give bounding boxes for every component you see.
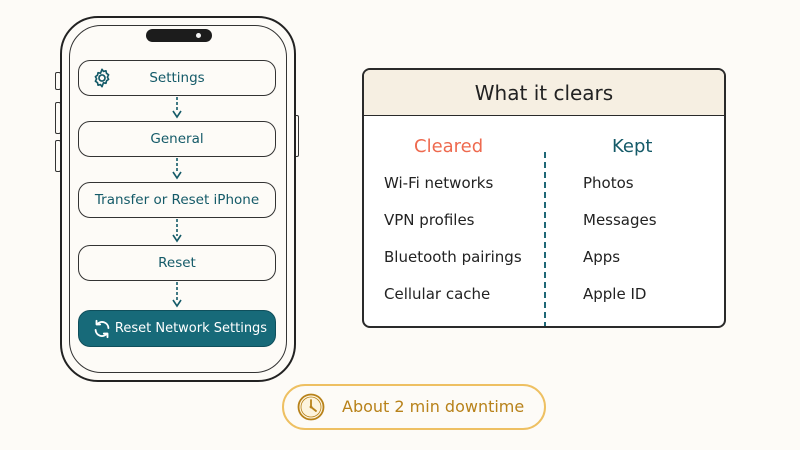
kept-item: Apps (583, 248, 621, 266)
camera-dot (196, 33, 201, 38)
cleared-column-title: Cleared (414, 136, 484, 157)
arrow-down-icon (172, 219, 182, 243)
step-general: General (78, 121, 276, 157)
step-label: Transfer or Reset iPhone (94, 192, 260, 208)
step-reset-network-settings: Reset Network Settings (78, 310, 276, 347)
downtime-text: About 2 min downtime (342, 397, 525, 416)
cleared-item: Bluetooth pairings (384, 248, 522, 266)
gear-icon (94, 68, 110, 88)
step-reset: Reset (78, 245, 276, 281)
cleared-item: Cellular cache (384, 285, 491, 303)
arrow-down-icon (172, 97, 182, 119)
clock-icon (297, 393, 325, 421)
step-label: Reset (158, 255, 196, 271)
step-label: Settings (149, 70, 205, 86)
step-label: Reset Network Settings (114, 321, 268, 336)
card-title: What it clears (364, 70, 724, 116)
arrow-down-icon (172, 158, 182, 180)
downtime-badge: About 2 min downtime (282, 384, 546, 430)
step-label: General (150, 131, 204, 147)
what-it-clears-card: What it clears Cleared Kept Wi-Fi networ… (362, 68, 726, 328)
phone-screen (69, 25, 287, 373)
kept-column-title: Kept (612, 136, 653, 157)
kept-item: Messages (583, 211, 657, 229)
column-divider (544, 152, 546, 326)
phone-notch (146, 29, 212, 42)
cleared-item: Wi-Fi networks (384, 174, 494, 192)
refresh-icon (94, 319, 110, 338)
kept-item: Photos (583, 174, 634, 192)
step-settings: Settings (78, 60, 276, 96)
cleared-item: VPN profiles (384, 211, 475, 229)
kept-item: Apple ID (583, 285, 647, 303)
arrow-down-icon (172, 282, 182, 308)
step-transfer-or-reset: Transfer or Reset iPhone (78, 182, 276, 218)
